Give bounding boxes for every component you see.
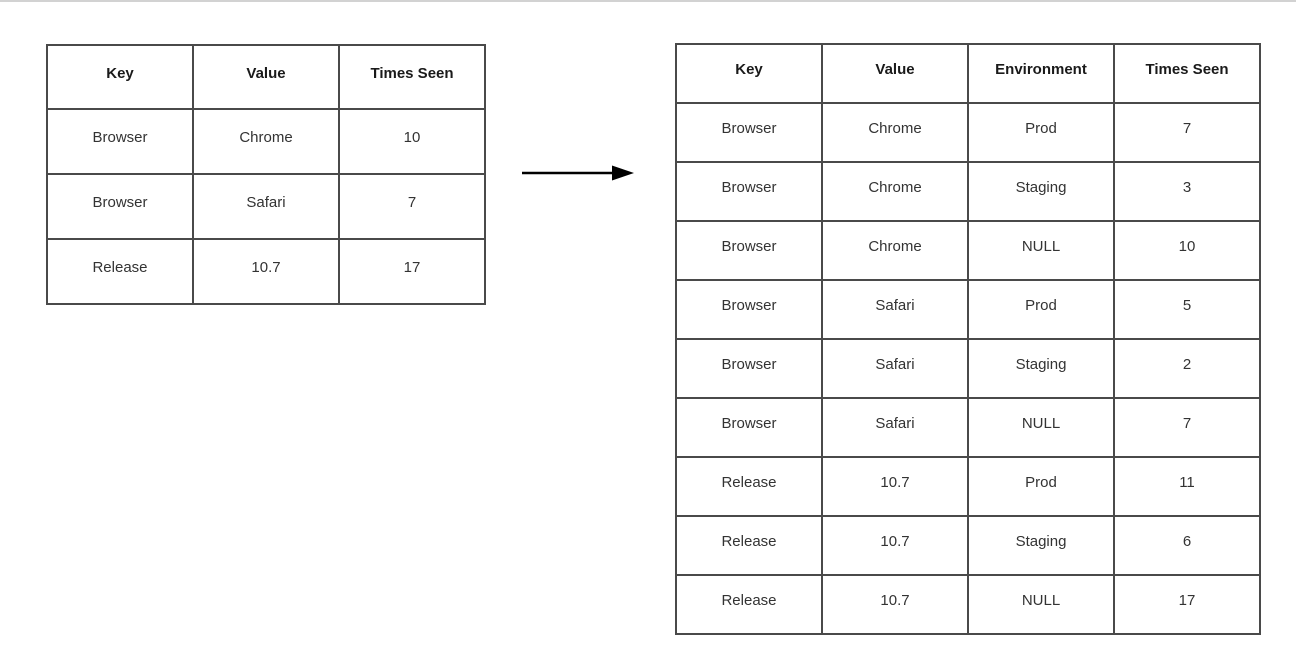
table-cell: Chrome [821, 220, 969, 281]
table-cell: 10.7 [821, 456, 969, 517]
table-cell: 10 [1113, 220, 1261, 281]
table-row: Browser Chrome 10 [46, 108, 486, 175]
table-row: Release 10.7 Prod 11 [675, 456, 1261, 517]
table-cell-null: NULL [967, 397, 1115, 458]
table-cell: 6 [1113, 515, 1261, 576]
table-cell: Chrome [821, 161, 969, 222]
column-header-environment: Environment [967, 43, 1115, 104]
table-cell: Release [675, 574, 823, 635]
table-cell: Chrome [821, 102, 969, 163]
table-row: Release 10.7 NULL 17 [675, 574, 1261, 635]
table-row: Browser Safari 7 [46, 173, 486, 240]
table-cell: Staging [967, 338, 1115, 399]
table-cell: 7 [338, 173, 486, 240]
table-cell: Browser [46, 108, 194, 175]
table-cell: Browser [46, 173, 194, 240]
table-row: Browser Safari NULL 7 [675, 397, 1261, 458]
table-cell: Release [46, 238, 194, 305]
column-header-value: Value [821, 43, 969, 104]
table-cell: 17 [1113, 574, 1261, 635]
column-header-key: Key [46, 44, 194, 110]
column-header-times-seen: Times Seen [338, 44, 486, 110]
table-cell: Safari [821, 397, 969, 458]
column-header-times-seen: Times Seen [1113, 43, 1261, 104]
table-cell: 2 [1113, 338, 1261, 399]
column-header-key: Key [675, 43, 823, 104]
table-cell: Release [675, 456, 823, 517]
table-cell: 5 [1113, 279, 1261, 340]
table-cell: Prod [967, 102, 1115, 163]
header-row: Key Value Times Seen [46, 44, 486, 110]
table-row: Browser Safari Staging 2 [675, 338, 1261, 399]
table-cell: Safari [821, 338, 969, 399]
table-cell: Safari [192, 173, 340, 240]
table-cell: Browser [675, 397, 823, 458]
table-cell: 10.7 [821, 574, 969, 635]
table-cell: Chrome [192, 108, 340, 175]
table-cell: 10.7 [192, 238, 340, 305]
table-cell: 11 [1113, 456, 1261, 517]
table-cell: 17 [338, 238, 486, 305]
table-cell-null: NULL [967, 220, 1115, 281]
result-table: Key Value Environment Times Seen Browser… [675, 43, 1261, 635]
table-row: Browser Chrome NULL 10 [675, 220, 1261, 281]
table-cell: Release [675, 515, 823, 576]
table-row: Browser Chrome Staging 3 [675, 161, 1261, 222]
table-cell: 10.7 [821, 515, 969, 576]
table-cell: 7 [1113, 397, 1261, 458]
table-cell: Browser [675, 161, 823, 222]
table-cell: Prod [967, 456, 1115, 517]
table-cell: Staging [967, 515, 1115, 576]
table-cell: 3 [1113, 161, 1261, 222]
table-cell: Prod [967, 279, 1115, 340]
table-row: Release 10.7 17 [46, 238, 486, 305]
window-top-border [0, 0, 1296, 2]
table-cell: 10 [338, 108, 486, 175]
table-cell: Browser [675, 279, 823, 340]
header-row: Key Value Environment Times Seen [675, 43, 1261, 104]
table-cell: Staging [967, 161, 1115, 222]
table-cell-null: NULL [967, 574, 1115, 635]
source-table: Key Value Times Seen Browser Chrome 10 B… [46, 44, 486, 305]
right-arrow-icon [522, 165, 634, 181]
table-cell: Safari [821, 279, 969, 340]
column-header-value: Value [192, 44, 340, 110]
table-row: Release 10.7 Staging 6 [675, 515, 1261, 576]
table-cell: Browser [675, 338, 823, 399]
table-row: Browser Safari Prod 5 [675, 279, 1261, 340]
table-cell: Browser [675, 102, 823, 163]
table-row: Browser Chrome Prod 7 [675, 102, 1261, 163]
table-cell: 7 [1113, 102, 1261, 163]
table-cell: Browser [675, 220, 823, 281]
